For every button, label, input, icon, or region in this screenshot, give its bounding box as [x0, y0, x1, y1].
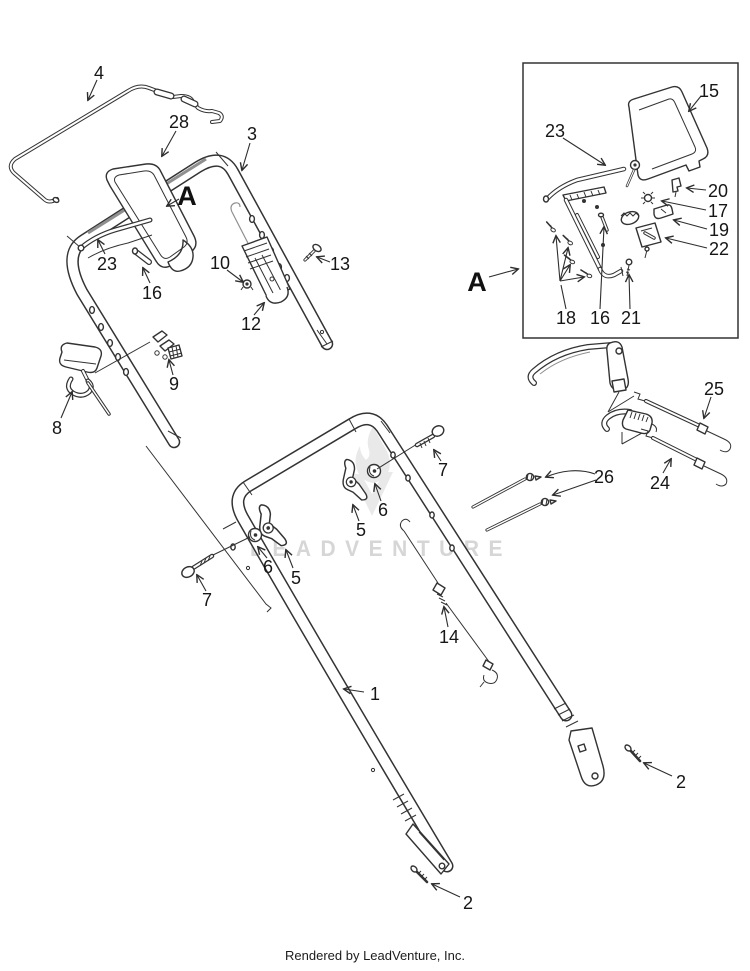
callout-28-label: 28 [169, 112, 189, 132]
callout-10-label: 10 [210, 253, 230, 273]
callout-23-inset-label: 23 [545, 121, 565, 141]
upper-handle-assembly [8, 84, 334, 613]
bolt-part2-left [410, 865, 429, 884]
callout-4-label: 4 [94, 63, 104, 83]
cable-part14 [399, 518, 498, 688]
block-part22 [635, 222, 662, 259]
speed-lever [601, 408, 657, 445]
control-housing-detail-a [105, 163, 197, 272]
callout-25-label: 25 [704, 379, 724, 399]
callout-18-label: 18 [556, 308, 576, 328]
lower-handle-assembly [181, 412, 642, 884]
leadventure-flame-icon [352, 426, 393, 516]
callout-9-label: 9 [169, 374, 179, 394]
callout-2-left-label: 2 [463, 893, 473, 913]
screw-part21-inset [625, 258, 633, 277]
callout-leaders [60, 79, 712, 898]
right-foot-bracket [568, 727, 605, 787]
bracket-part12 [241, 236, 291, 304]
callout-5-left-label: 5 [291, 568, 301, 588]
callout-8-label: 8 [52, 418, 62, 438]
screws-part18 [545, 219, 595, 281]
callout-2-right-label: 2 [676, 772, 686, 792]
bolt-part2-right [624, 744, 642, 763]
callout-labels: 4 28 3 A 23 16 10 12 13 9 8 7 6 5 5 6 7 … [52, 63, 729, 913]
screw-part13 [303, 243, 322, 262]
presence-lever [527, 340, 635, 413]
flange-nut-part10 [240, 279, 254, 291]
callout-15-label: 15 [699, 81, 719, 101]
carriage-bolt-part7-right [376, 425, 445, 470]
knob-rod-part8 [58, 342, 111, 416]
callout-12-label: 12 [241, 314, 261, 334]
callout-1-label: 1 [370, 684, 380, 704]
callout-19-label: 19 [709, 220, 729, 240]
watermark: LEADVENTURE [250, 426, 502, 561]
callout-13-label: 13 [330, 254, 350, 274]
cable-part24 [640, 428, 728, 487]
washer-part6-left [247, 527, 263, 543]
callout-6-right-label: 6 [378, 500, 388, 520]
upper-handle-tube-part3 [66, 151, 334, 449]
cables-part26 [471, 472, 557, 532]
left-foot-bracket [405, 823, 450, 875]
inset-frame [562, 186, 624, 279]
callout-21-label: 21 [621, 308, 641, 328]
inset-detail-box [522, 62, 739, 339]
lower-handle-tube-part1 [222, 412, 579, 873]
callout-24-label: 24 [650, 473, 670, 493]
washer-part6-right [366, 463, 382, 479]
callout-a-main-label: A [177, 181, 197, 211]
callout-3-label: 3 [247, 124, 257, 144]
callout-16-inset-label: 16 [590, 308, 610, 328]
callout-17-label: 17 [708, 201, 728, 221]
bracket-part20 [671, 177, 682, 198]
callout-16-label: 16 [142, 283, 162, 303]
callout-14-label: 14 [439, 627, 459, 647]
callout-20-label: 20 [708, 181, 728, 201]
rod-stub-part16 [131, 247, 152, 265]
carriage-bolt-part7-left [181, 536, 251, 579]
callout-22-label: 22 [709, 239, 729, 259]
cable-part25 [633, 391, 732, 453]
callout-a-inset-label: A [467, 267, 487, 297]
bail-rod-part23 [77, 217, 153, 259]
callout-6-left-label: 6 [263, 557, 273, 577]
clip-part9 [94, 330, 183, 374]
cable-run-line [145, 445, 272, 613]
callout-26-label: 26 [594, 467, 614, 487]
callout-7-right-label: 7 [438, 460, 448, 480]
callout-23-label: 23 [97, 254, 117, 274]
footer-caption: Rendered by LeadVenture, Inc. [285, 948, 465, 963]
bail-wire-part4 [8, 84, 224, 204]
gear-nut-part17 [641, 191, 655, 205]
callout-7-left-label: 7 [202, 590, 212, 610]
control-levers-and-cables [471, 340, 732, 532]
callout-5-right-label: 5 [356, 520, 366, 540]
lever-part23-inset [542, 159, 641, 203]
gear-sector [620, 210, 640, 226]
